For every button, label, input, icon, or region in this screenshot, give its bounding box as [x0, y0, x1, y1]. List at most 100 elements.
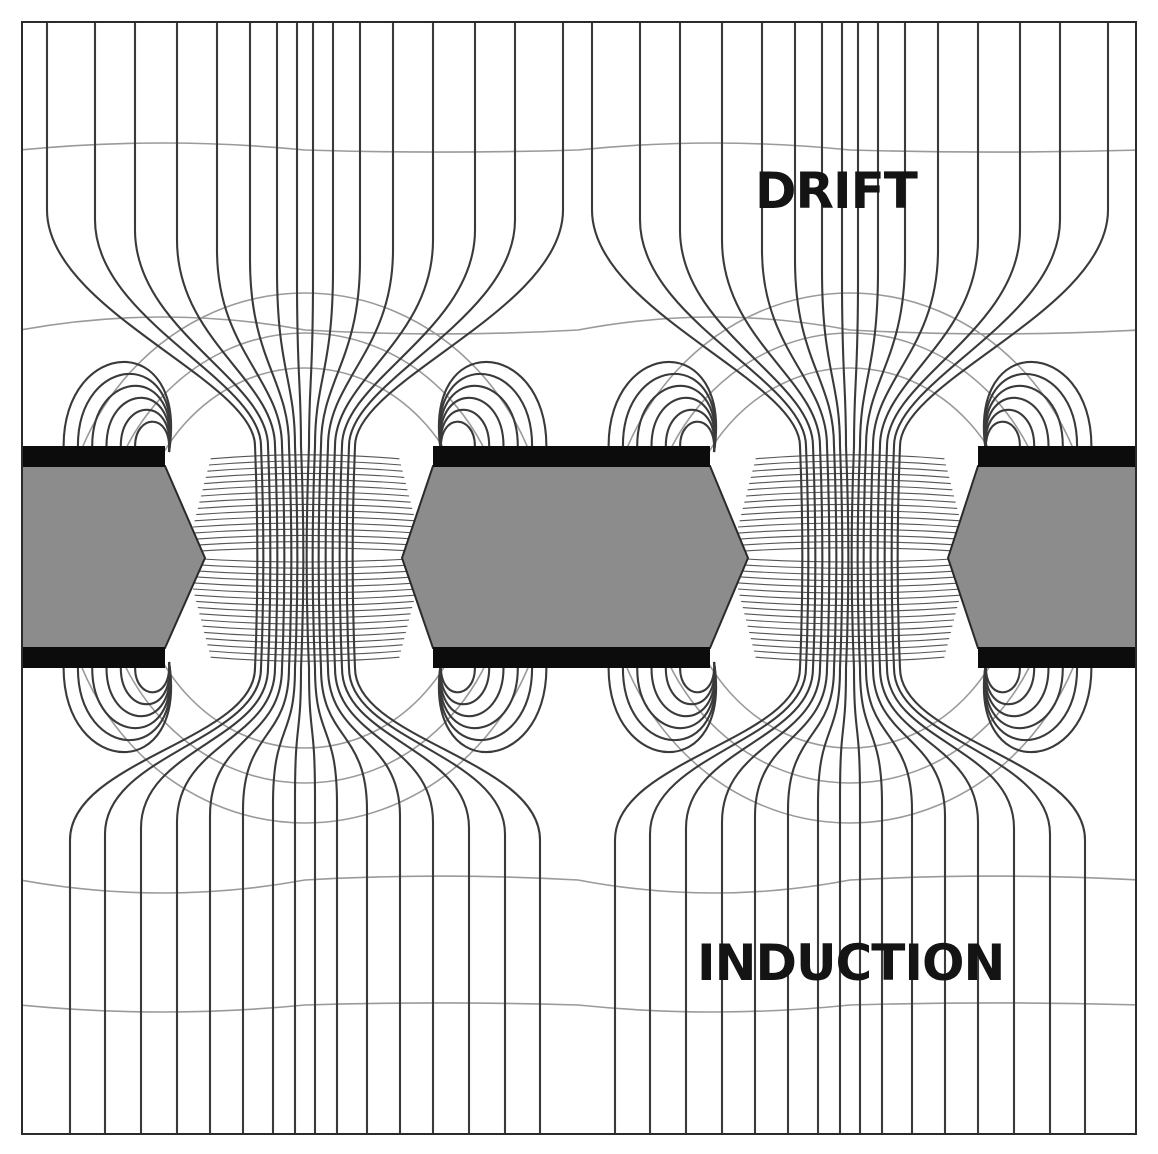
field-line-bottom	[241, 667, 291, 1134]
foil-segment-right	[946, 465, 1136, 649]
field-line-bottom	[326, 667, 402, 1134]
hole-equipotential	[191, 528, 419, 534]
field-line-top	[215, 22, 284, 447]
field-line-bottom	[139, 667, 270, 1134]
hole-equipotential	[750, 472, 950, 478]
field-line-hole	[293, 445, 299, 669]
field-line-bottom	[307, 667, 317, 1134]
bottom-electrode-middle	[433, 647, 710, 668]
hole-equipotential	[200, 619, 410, 625]
hole-equipotential	[207, 644, 403, 650]
field-line-hole	[338, 445, 344, 669]
field-line-lobe-top	[983, 385, 1064, 453]
field-line-hole	[266, 445, 272, 669]
field-line-lobe-top	[438, 361, 548, 453]
field-line-top	[295, 22, 303, 447]
field-line-hole	[345, 445, 351, 669]
hole-equipotential	[199, 613, 411, 619]
field-line-bottom	[353, 667, 542, 1134]
field-line-bottom	[753, 667, 829, 1134]
hole-equipotential	[202, 625, 408, 631]
hole-equipotential	[742, 607, 958, 613]
field-line-bottom	[208, 667, 284, 1134]
field-line-top	[333, 22, 435, 447]
field-line-bottom	[816, 667, 842, 1134]
field-line-lobe-top	[105, 396, 171, 453]
field-line-hole	[311, 445, 317, 669]
equipotential-line	[22, 316, 1136, 335]
field-line-hole	[351, 445, 357, 669]
hole-equipotential	[192, 588, 418, 594]
hole-equipotential	[197, 607, 413, 613]
field-line-top	[638, 22, 808, 447]
field-line-top	[858, 22, 880, 447]
field-line-bottom	[786, 667, 836, 1134]
hole-equipotential	[197, 503, 413, 509]
hole-equipotential	[204, 479, 406, 485]
hole-equipotential	[186, 563, 424, 569]
field-line-bottom	[613, 667, 802, 1134]
field-line-top	[793, 22, 836, 447]
field-line-hole	[287, 445, 293, 669]
field-line-lobe-top	[650, 396, 716, 453]
hole-equipotential	[210, 454, 400, 460]
field-line-hole	[818, 445, 824, 669]
field-line-bottom	[852, 667, 862, 1134]
hole-equipotential	[745, 491, 955, 497]
field-line-bottom	[720, 667, 822, 1134]
hole-equipotential	[733, 541, 967, 547]
hole-equipotential	[189, 534, 421, 540]
field-line-hole	[299, 445, 305, 669]
field-line-lobe-bottom	[439, 661, 491, 706]
field-line-hole	[869, 445, 875, 669]
field-line-lobe-bottom	[76, 661, 172, 742]
hole-equipotential	[186, 547, 424, 553]
field-line-lobe-bottom	[650, 661, 716, 718]
hole-equipotential	[747, 485, 953, 491]
field-line-hole	[856, 445, 862, 669]
field-line-bottom	[175, 667, 277, 1134]
hole-equipotential	[731, 547, 969, 553]
hole-equipotential	[739, 516, 961, 522]
field-line-top	[892, 22, 1062, 447]
hole-equipotential	[755, 454, 945, 460]
field-line-hole	[850, 445, 856, 669]
field-line-bottom	[864, 667, 914, 1134]
field-line-lobe-bottom	[983, 661, 1079, 742]
field-line-lobe-bottom	[438, 661, 534, 742]
hole-equipotential	[734, 534, 966, 540]
field-line-hole	[838, 445, 844, 669]
field-line-bottom	[892, 667, 1052, 1134]
hole-equipotential	[189, 576, 421, 582]
field-line-bottom	[68, 667, 257, 1134]
hole-equipotential	[733, 569, 967, 575]
field-line-lobe-bottom	[984, 661, 1050, 718]
bottom-electrode-right	[978, 647, 1136, 668]
hole-equipotential-lines	[184, 454, 971, 662]
field-line-hole	[832, 445, 838, 669]
hole-equipotential	[194, 594, 416, 600]
field-line-hole	[324, 445, 330, 669]
field-line-bottom	[684, 667, 815, 1134]
hole-equipotential	[191, 582, 419, 588]
hole-equipotential	[745, 619, 955, 625]
field-line-bottom	[319, 667, 369, 1134]
field-line-lobe-top	[91, 385, 172, 453]
field-line-bottom	[340, 667, 471, 1134]
hole-equipotential	[755, 656, 945, 662]
gem-foil	[22, 446, 1136, 668]
hole-equipotential	[739, 594, 961, 600]
field-line-top	[864, 22, 907, 447]
field-line-lobe-bottom	[439, 661, 505, 718]
hole-equipotential	[196, 600, 414, 606]
hole-equipotential	[749, 479, 951, 485]
field-line-top	[275, 22, 297, 447]
field-line-hole	[253, 445, 259, 669]
field-line-top	[313, 22, 335, 447]
field-line-hole	[273, 445, 279, 669]
hole-equipotential	[731, 563, 969, 569]
field-line-lobe-top	[439, 408, 491, 453]
field-line-bottom	[858, 667, 884, 1134]
induction-region-label: INDUCTION	[697, 934, 1004, 992]
hole-equipotential	[742, 503, 958, 509]
